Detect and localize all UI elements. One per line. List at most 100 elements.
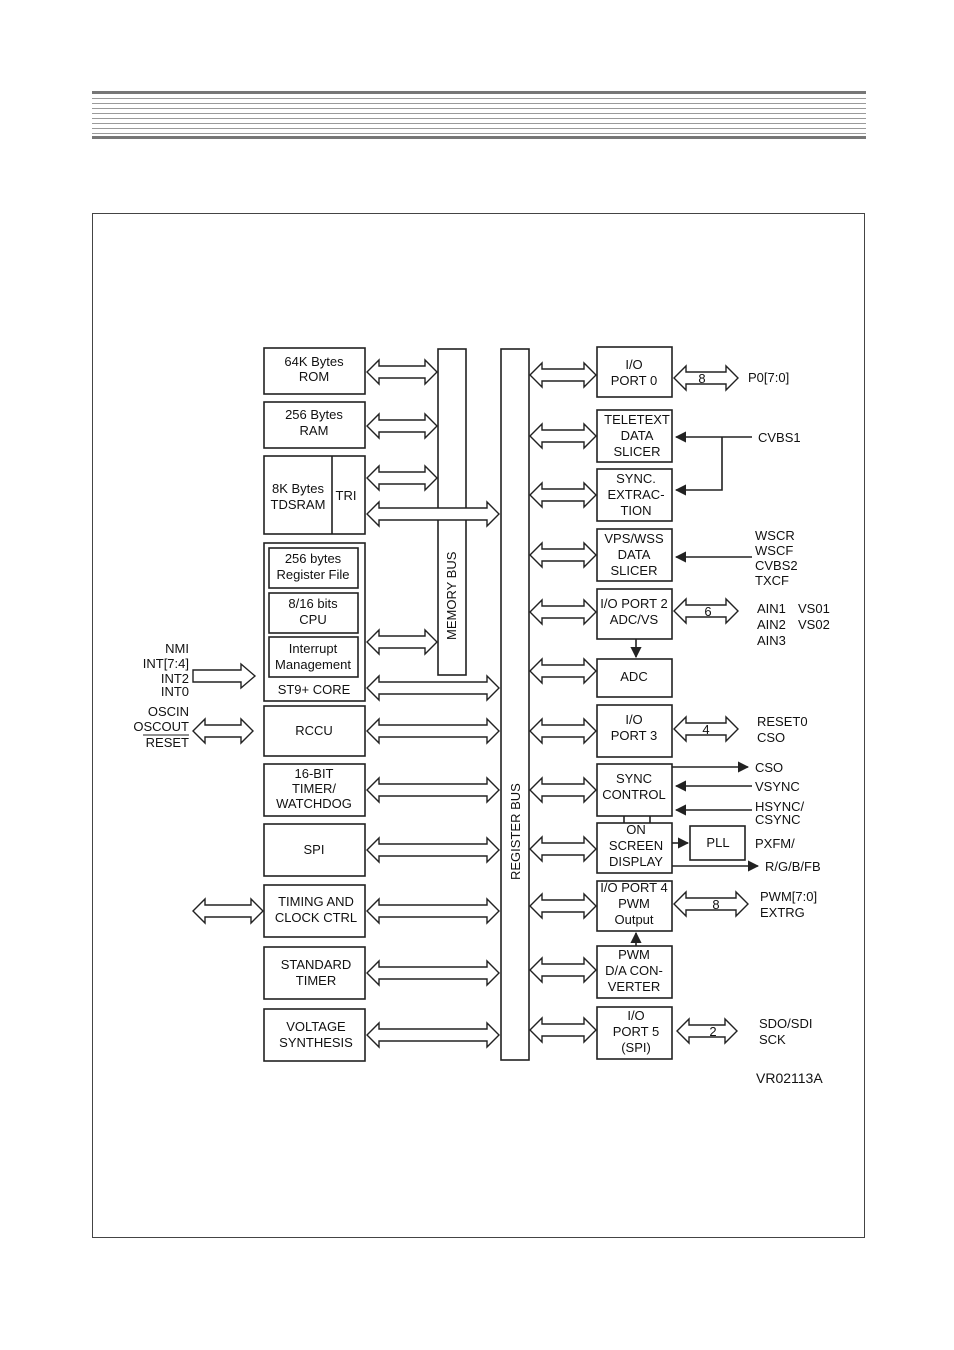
- cso-signal: CSO: [755, 760, 783, 775]
- cvbs1-signal: CVBS1: [758, 430, 801, 445]
- port2-label-2: ADC/VS: [610, 612, 659, 627]
- port4-width: 8: [712, 897, 719, 912]
- pwmdac-label-1: PWM: [618, 947, 650, 962]
- spi-block: [263, 823, 366, 877]
- csync-signal: CSYNC: [755, 812, 801, 827]
- port0-label-1: I/O: [625, 357, 642, 372]
- timing-label-1: TIMING AND: [278, 894, 354, 909]
- ain1-signal: AIN1: [757, 601, 786, 616]
- port5-width: 2: [709, 1024, 716, 1039]
- ram-label-2: RAM: [300, 423, 329, 438]
- regfile-label-2: Register File: [277, 567, 350, 582]
- figure-id: VR02113A: [756, 1070, 823, 1086]
- sdo-sdi-signal: SDO/SDI: [759, 1016, 812, 1031]
- rom-label-2: ROM: [299, 369, 329, 384]
- port5-label-3: (SPI): [621, 1040, 651, 1055]
- port5-label-1: I/O: [627, 1008, 644, 1023]
- interrupt-label-2: Management: [275, 657, 351, 672]
- rom-label-1: 64K Bytes: [284, 354, 344, 369]
- osd-label-1: ON: [626, 822, 646, 837]
- port3-block: [596, 704, 673, 758]
- pll-label: PLL: [706, 835, 729, 850]
- core-label: ST9+ CORE: [278, 682, 351, 697]
- extrg-signal: EXTRG: [760, 905, 805, 920]
- cpu-label-2: CPU: [299, 612, 326, 627]
- syncext-label-2: EXTRAC-: [607, 487, 664, 502]
- wscr-signal: WSCR: [755, 528, 795, 543]
- cpu-label-1: 8/16 bits: [288, 596, 338, 611]
- port5-block: [596, 1006, 673, 1060]
- sync-ext-block: [596, 468, 673, 522]
- txcf-signal: TXCF: [755, 573, 789, 588]
- vps-block: [596, 528, 673, 582]
- pxfm-signal: PXFM/: [755, 836, 795, 851]
- port4-label-3: Output: [614, 912, 653, 927]
- memory-bus-label: MEMORY BUS: [444, 551, 459, 640]
- wscf-signal: WSCF: [755, 543, 793, 558]
- port0-width: 8: [698, 371, 705, 386]
- oscout-signal: OSCOUT: [133, 719, 189, 734]
- int74-signal: INT[7:4]: [143, 656, 189, 671]
- pll-block: [689, 825, 746, 861]
- tri-label: TRI: [336, 488, 357, 503]
- syncext-label-1: SYNC.: [616, 471, 656, 486]
- spi-label: SPI: [304, 842, 325, 857]
- oscin-signal: OSCIN: [148, 704, 189, 719]
- rom-block: [263, 347, 366, 395]
- teletext-label-2: DATA: [621, 428, 654, 443]
- register-bus-label: REGISTER BUS: [508, 783, 523, 880]
- tdsram-label-1: 8K Bytes: [272, 481, 325, 496]
- figure-frame: [92, 213, 865, 1238]
- rccu-block: [263, 705, 366, 757]
- timer16-label-3: WATCHDOG: [276, 796, 352, 811]
- timing-label-2: CLOCK CTRL: [275, 910, 357, 925]
- ain2-signal: AIN2: [757, 617, 786, 632]
- teletext-label-3: SLICER: [614, 444, 661, 459]
- osd-label-3: DISPLAY: [609, 854, 663, 869]
- port4-label-1: I/O PORT 4: [600, 880, 667, 895]
- rccu-label: RCCU: [295, 723, 333, 738]
- register-bus: [500, 348, 530, 1061]
- voltage-block: [263, 1008, 366, 1062]
- teletext-block: [596, 409, 673, 463]
- sync-ctrl-block: [596, 763, 673, 817]
- osd-label-2: SCREEN: [609, 838, 663, 853]
- timer16-label-2: TIMER/: [292, 781, 336, 796]
- bus-connection-arrows: [192, 358, 749, 1049]
- port4-block: [596, 880, 673, 932]
- syncctrl-label-2: CONTROL: [602, 787, 666, 802]
- std-timer-block: [263, 946, 366, 1000]
- timing-block: [263, 884, 366, 938]
- vps-label-2: DATA: [618, 547, 651, 562]
- timer16-label-1: 16-BIT: [294, 766, 333, 781]
- p0-signal: P0[7:0]: [748, 370, 789, 385]
- nmi-signal: NMI: [165, 641, 189, 656]
- reset0-signal: RESET0: [757, 714, 808, 729]
- header-rule-band: [92, 91, 866, 139]
- reset-signal: RESET: [146, 735, 189, 750]
- vs01-signal: VS01: [798, 601, 830, 616]
- ain3-signal: AIN3: [757, 633, 786, 648]
- vsync-signal: VSYNC: [755, 779, 800, 794]
- port3-label-1: I/O: [625, 712, 642, 727]
- rgb-signal: R/G/B/FB: [765, 859, 821, 874]
- port3-label-2: PORT 3: [611, 728, 657, 743]
- tdsram-label-2: TDSRAM: [271, 497, 326, 512]
- signal-wires: [623, 431, 760, 946]
- adc-block: [596, 658, 673, 698]
- int0-signal: INT0: [161, 684, 189, 699]
- interrupt-block: [268, 636, 359, 678]
- port2-width: 6: [704, 604, 711, 619]
- ram-block: [263, 401, 366, 449]
- port0-block: [596, 346, 673, 398]
- port2-block: [596, 588, 673, 640]
- cvbs2-signal: CVBS2: [755, 558, 798, 573]
- port4-label-2: PWM: [618, 896, 650, 911]
- ram-label-1: 256 Bytes: [285, 407, 343, 422]
- port0-label-2: PORT 0: [611, 373, 657, 388]
- timer16-block: [263, 763, 366, 817]
- adc-label: ADC: [620, 669, 647, 684]
- cpu-block: [268, 592, 359, 634]
- port2-label-1: I/O PORT 2: [600, 596, 667, 611]
